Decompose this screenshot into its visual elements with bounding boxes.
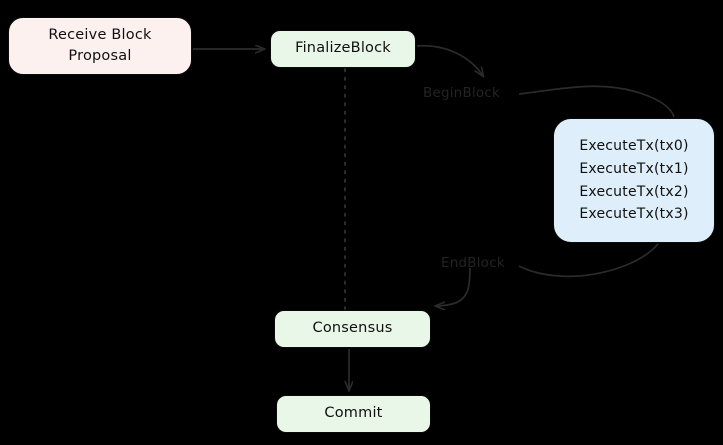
edge-label-end-block: EndBlock (441, 255, 505, 271)
node-consensus-label: Consensus (312, 320, 393, 337)
edge-label-begin-block: BeginBlock (423, 85, 500, 101)
edge-end-block-to-consensus (436, 267, 471, 306)
node-receive-block-proposal[interactable]: Receive Block Proposal (8, 17, 192, 75)
node-finalize-block-label: FinalizeBlock (295, 40, 391, 57)
node-execute-tx[interactable]: ExecuteTx(tx0) ExecuteTx(tx1) ExecuteTx(… (553, 118, 715, 243)
edge-finalize-to-begin-block (416, 44, 483, 76)
edge-begin-block-to-execute-tx (518, 85, 675, 118)
node-commit[interactable]: Commit (276, 395, 431, 433)
node-receive-block-proposal-label: Receive Block Proposal (48, 26, 152, 64)
node-finalize-block[interactable]: FinalizeBlock (270, 30, 416, 68)
node-execute-tx-label: ExecuteTx(tx0) ExecuteTx(tx1) ExecuteTx(… (579, 138, 689, 223)
node-consensus[interactable]: Consensus (274, 310, 431, 348)
edge-execute-tx-to-end-block (518, 243, 659, 278)
node-commit-label: Commit (324, 405, 383, 422)
